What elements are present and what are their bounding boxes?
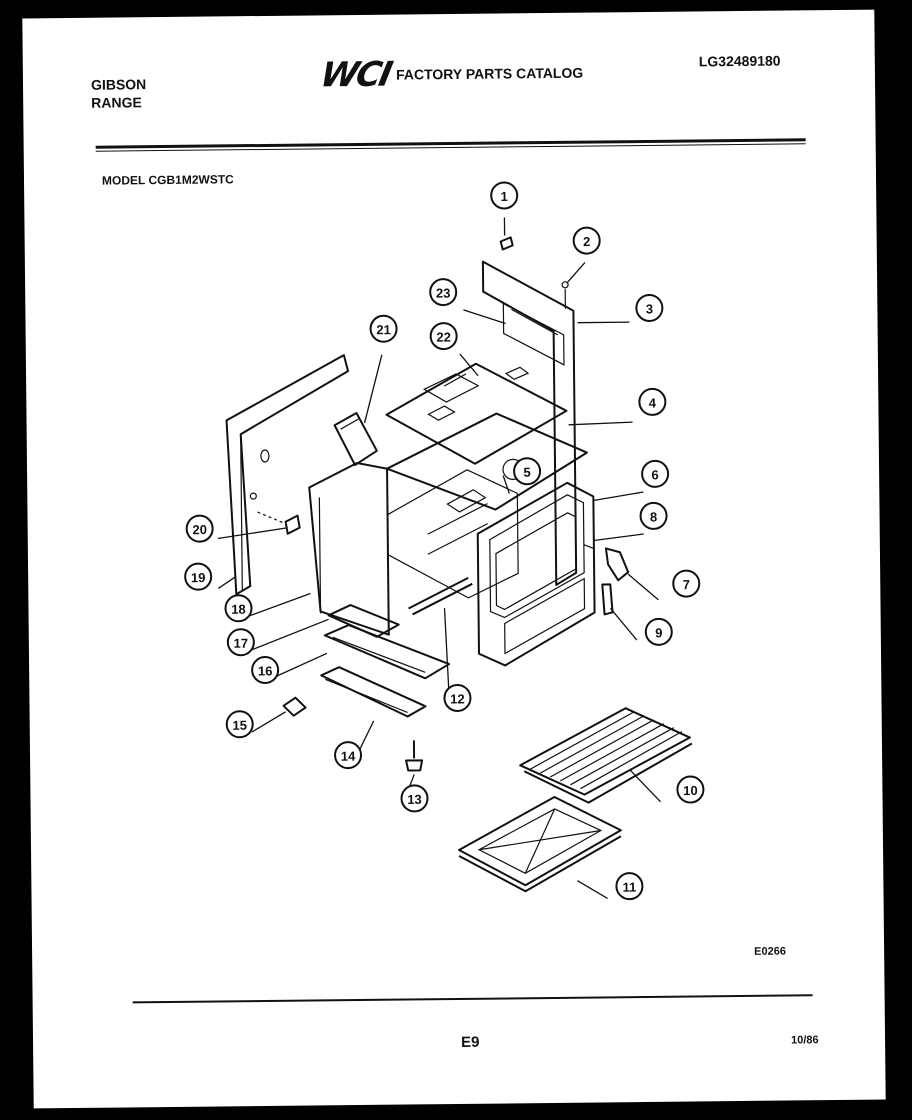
callout-number: 21 bbox=[376, 322, 391, 337]
callout-circle bbox=[641, 459, 670, 488]
callout-number: 23 bbox=[436, 286, 451, 301]
leveling-leg bbox=[405, 740, 424, 772]
callout-number: 22 bbox=[436, 330, 451, 345]
front-frame bbox=[476, 481, 596, 667]
callout-circle bbox=[490, 181, 519, 210]
oven-liner bbox=[308, 412, 588, 636]
callout-number: 2 bbox=[583, 234, 590, 249]
callout-number: 3 bbox=[646, 301, 653, 316]
callout-15: 15 bbox=[225, 710, 254, 739]
callout-12: 12 bbox=[443, 683, 472, 712]
hinge-parts bbox=[583, 544, 630, 616]
callout-circle bbox=[644, 617, 673, 646]
callout-circle bbox=[676, 775, 705, 804]
callout-circle bbox=[334, 741, 363, 770]
callout-number: 11 bbox=[622, 880, 636, 895]
callout-circle bbox=[225, 710, 254, 739]
bracket bbox=[282, 696, 307, 717]
callout-circle bbox=[635, 293, 664, 322]
callout-circle bbox=[572, 226, 601, 255]
callout-number: 15 bbox=[232, 718, 247, 733]
callout-11: 11 bbox=[615, 872, 644, 901]
callout-number: 16 bbox=[258, 663, 273, 678]
callout-19: 19 bbox=[184, 562, 213, 591]
callout-number: 9 bbox=[655, 625, 662, 640]
callout-circle bbox=[443, 683, 472, 712]
callout-4: 4 bbox=[638, 387, 667, 416]
callout-5: 5 bbox=[513, 457, 542, 486]
callout-20: 20 bbox=[185, 514, 214, 543]
callout-circle bbox=[429, 278, 458, 307]
broiler-drawer bbox=[323, 604, 451, 680]
burner-tube bbox=[408, 576, 473, 616]
callout-circle bbox=[615, 872, 644, 901]
callout-circle bbox=[638, 387, 667, 416]
oven-interior bbox=[387, 458, 524, 599]
vent-duct bbox=[333, 412, 378, 467]
callout-number: 13 bbox=[407, 792, 422, 807]
small-clip-20 bbox=[257, 511, 301, 535]
small-clip bbox=[499, 236, 514, 251]
callout-number: 8 bbox=[650, 509, 657, 524]
callout-17: 17 bbox=[226, 628, 255, 657]
callout-9: 9 bbox=[644, 617, 673, 646]
oven-rack bbox=[519, 707, 693, 804]
callout-2: 2 bbox=[572, 226, 601, 255]
callout-21: 21 bbox=[369, 314, 398, 343]
date-code: 10/86 bbox=[790, 1034, 819, 1047]
callout-number: 19 bbox=[191, 570, 206, 585]
callout-3: 3 bbox=[635, 293, 664, 322]
callout-number: 6 bbox=[651, 467, 658, 482]
callout-1: 1 bbox=[490, 181, 519, 210]
broiler-pan bbox=[458, 795, 622, 893]
kick-panel bbox=[320, 666, 427, 718]
callout-circle bbox=[400, 784, 429, 813]
callout-number: 20 bbox=[192, 522, 207, 537]
callout-22: 22 bbox=[429, 322, 458, 351]
callout-number: 1 bbox=[501, 189, 508, 204]
callout-number: 4 bbox=[649, 395, 657, 410]
callout-circle bbox=[251, 655, 280, 684]
callout-13: 13 bbox=[400, 784, 429, 813]
side-panel bbox=[225, 354, 350, 596]
callout-number: 17 bbox=[234, 636, 249, 651]
callout-8: 8 bbox=[639, 501, 668, 530]
oven-top bbox=[385, 362, 568, 465]
callout-7: 7 bbox=[672, 569, 701, 598]
callout-10: 10 bbox=[676, 775, 705, 804]
callout-14: 14 bbox=[334, 741, 363, 770]
callout-circle bbox=[672, 569, 701, 598]
callout-circle bbox=[224, 594, 253, 623]
screw bbox=[561, 281, 569, 309]
callout-circle bbox=[429, 322, 458, 351]
callout-circle bbox=[639, 501, 668, 530]
callout-number: 12 bbox=[450, 691, 465, 706]
callout-circle bbox=[513, 457, 542, 486]
diagram-code: E0266 bbox=[754, 945, 787, 958]
callout-number: 5 bbox=[523, 465, 530, 480]
callout-6: 6 bbox=[641, 459, 670, 488]
leader-lines bbox=[217, 217, 662, 899]
back-panel bbox=[481, 260, 578, 586]
callout-number: 7 bbox=[683, 577, 690, 592]
callout-circle bbox=[226, 628, 255, 657]
callout-circle bbox=[185, 514, 214, 543]
callout-number: 14 bbox=[341, 749, 356, 764]
callout-16: 16 bbox=[251, 655, 280, 684]
callout-23: 23 bbox=[429, 278, 458, 307]
callout-circle bbox=[369, 314, 398, 343]
callout-number: 10 bbox=[683, 783, 698, 798]
page-number: E9 bbox=[460, 1033, 480, 1051]
callout-number: 18 bbox=[231, 602, 246, 617]
callout-circle bbox=[184, 562, 213, 591]
callout-18: 18 bbox=[224, 594, 253, 623]
catalog-page: GIBSON RANGE WCI FACTORY PARTS CATALOG L… bbox=[22, 9, 886, 1109]
